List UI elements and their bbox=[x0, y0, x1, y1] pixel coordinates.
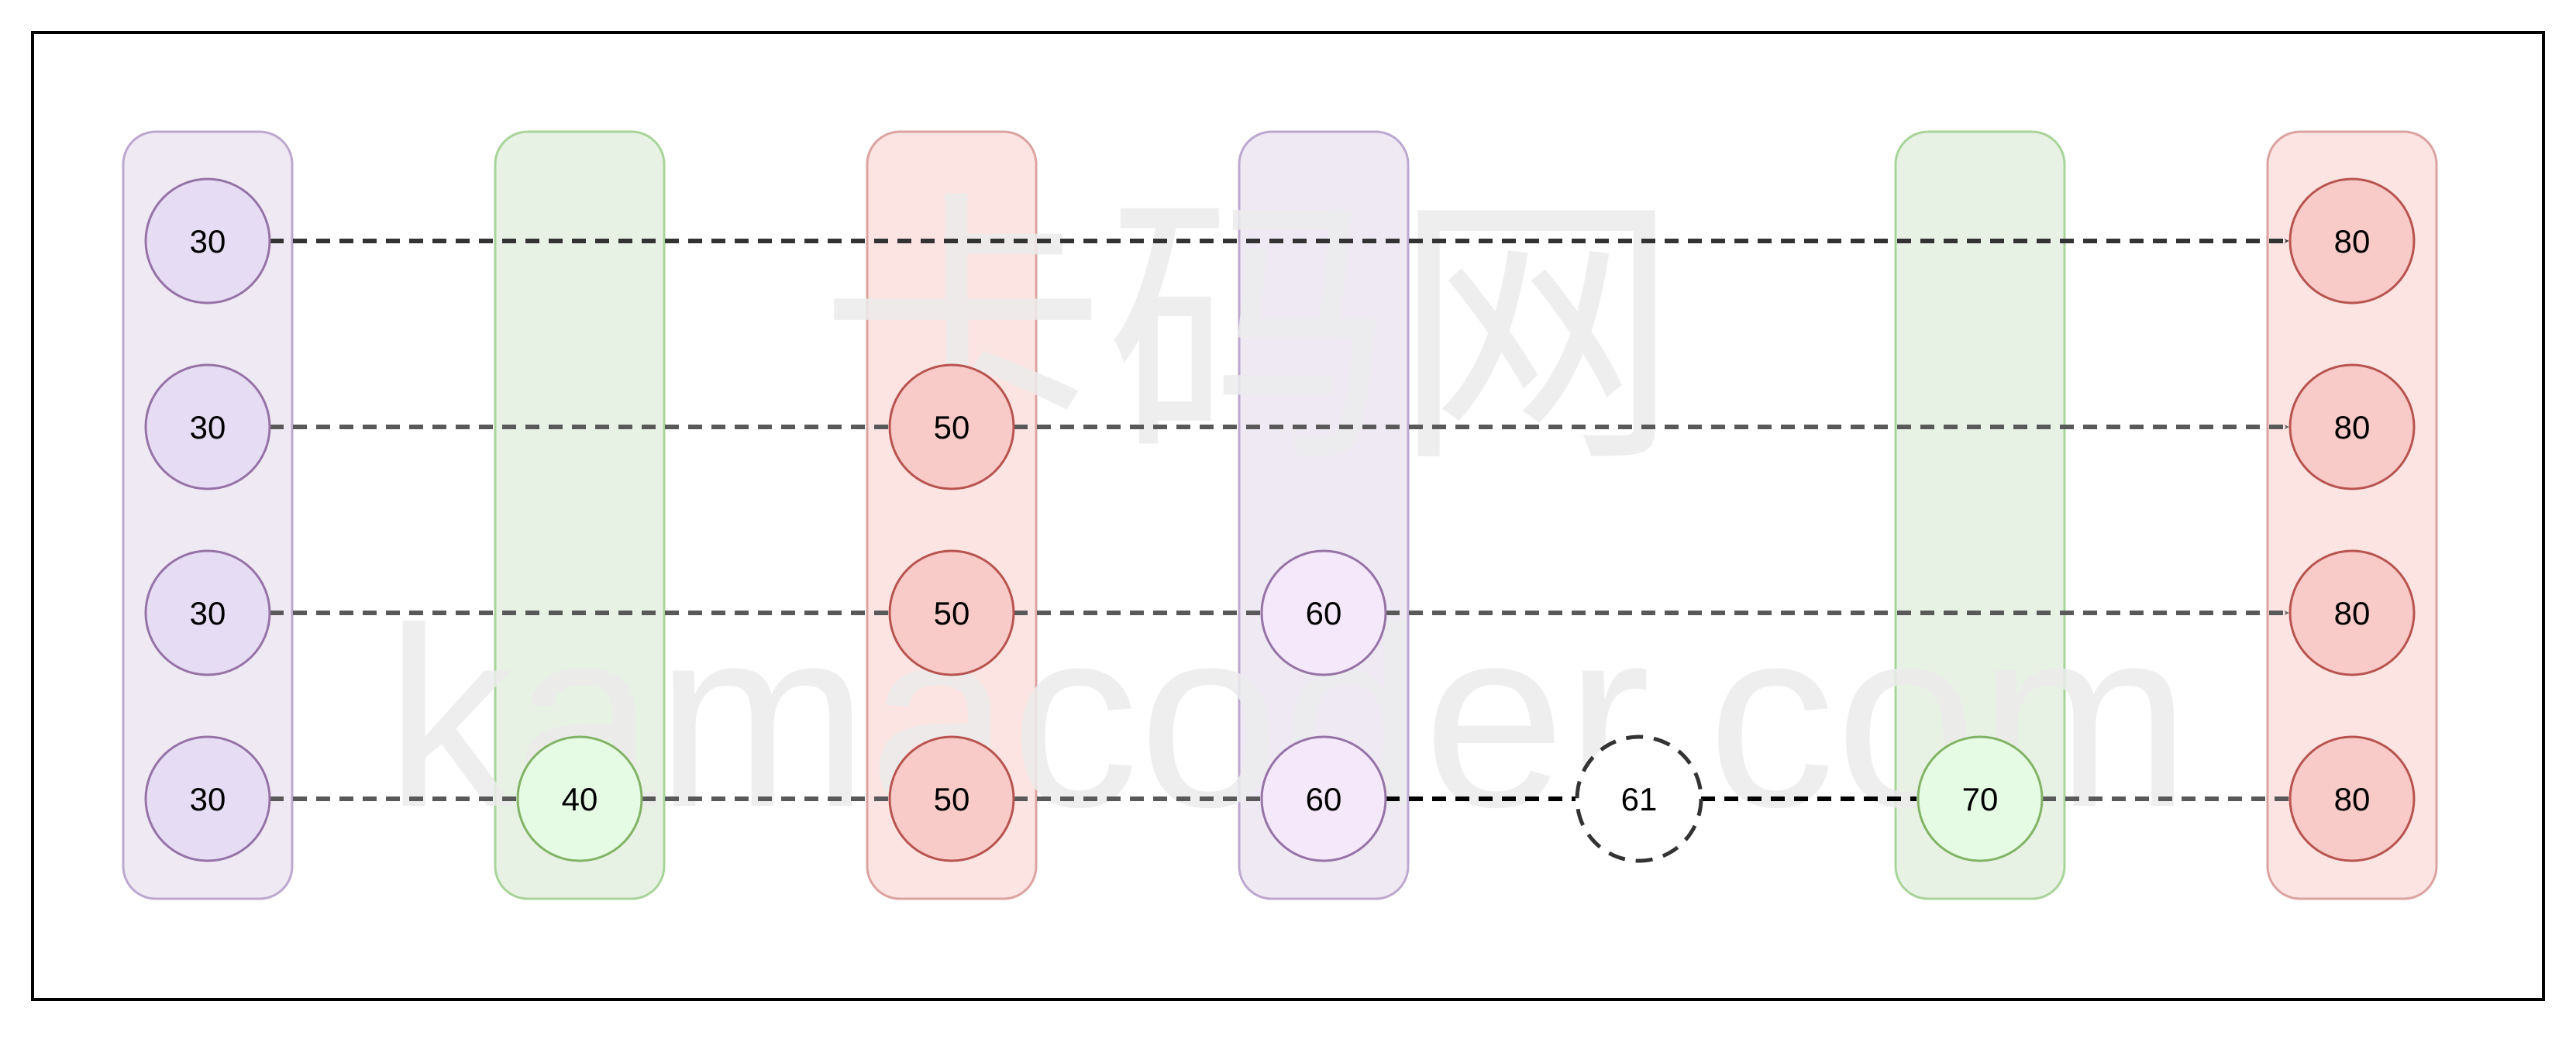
node-n10: 60 bbox=[1260, 735, 1387, 862]
node-label: 30 bbox=[190, 409, 226, 446]
node-circle bbox=[1575, 735, 1703, 863]
node-circle bbox=[144, 549, 271, 676]
lane-3 bbox=[866, 130, 1038, 900]
node-label: 30 bbox=[190, 223, 226, 260]
edges-layer bbox=[270, 239, 2289, 801]
node-n14: 80 bbox=[2288, 363, 2416, 490]
node-circle bbox=[888, 363, 1015, 490]
lane-6 bbox=[2266, 130, 2438, 900]
node-circle bbox=[888, 549, 1015, 676]
node-n11: 61 bbox=[1575, 735, 1703, 863]
node-n12: 70 bbox=[1917, 735, 2044, 862]
node-label: 80 bbox=[2334, 223, 2371, 260]
node-label: 50 bbox=[934, 595, 970, 631]
lane-5 bbox=[1894, 130, 2066, 900]
node-n13: 80 bbox=[2288, 177, 2416, 304]
node-n9: 60 bbox=[1260, 549, 1387, 676]
node-label: 70 bbox=[1962, 781, 1999, 817]
node-n15: 80 bbox=[2288, 549, 2416, 676]
node-circle bbox=[2288, 177, 2416, 304]
node-n2: 30 bbox=[144, 363, 271, 490]
node-circle bbox=[144, 177, 271, 304]
node-n1: 30 bbox=[144, 177, 271, 304]
node-circle bbox=[516, 735, 643, 862]
node-circle bbox=[1260, 549, 1387, 676]
node-label: 80 bbox=[2334, 781, 2371, 817]
node-n8: 50 bbox=[888, 735, 1015, 862]
node-n4: 30 bbox=[144, 735, 271, 862]
node-circle bbox=[2288, 735, 2416, 862]
lanes-layer bbox=[122, 130, 2438, 900]
lane-2 bbox=[494, 130, 666, 900]
node-n5: 40 bbox=[516, 735, 643, 862]
node-n3: 30 bbox=[144, 549, 271, 676]
node-label: 50 bbox=[934, 781, 970, 817]
node-label: 80 bbox=[2334, 409, 2371, 446]
nodes-layer: 30 30 30 30 40 50 50 50 60 60 61 70 80 80 80 80 bbox=[144, 177, 2416, 863]
node-label: 61 bbox=[1621, 781, 1658, 817]
node-circle bbox=[888, 735, 1015, 862]
lane-4 bbox=[1238, 130, 1410, 900]
node-label: 50 bbox=[934, 409, 970, 446]
node-label: 30 bbox=[190, 781, 226, 817]
node-label: 80 bbox=[2334, 595, 2371, 631]
node-circle bbox=[2288, 363, 2416, 490]
node-circle bbox=[144, 363, 271, 490]
node-circle bbox=[1917, 735, 2044, 862]
node-n7: 50 bbox=[888, 549, 1015, 676]
node-n16: 80 bbox=[2288, 735, 2416, 862]
node-circle bbox=[2288, 549, 2416, 676]
node-label: 30 bbox=[190, 595, 226, 631]
node-label: 60 bbox=[1306, 781, 1342, 817]
node-n6: 50 bbox=[888, 363, 1015, 490]
node-label: 60 bbox=[1306, 595, 1342, 631]
node-label: 40 bbox=[562, 781, 598, 817]
node-circle bbox=[144, 735, 271, 862]
node-circle bbox=[1260, 735, 1387, 862]
lane-1 bbox=[122, 130, 294, 900]
